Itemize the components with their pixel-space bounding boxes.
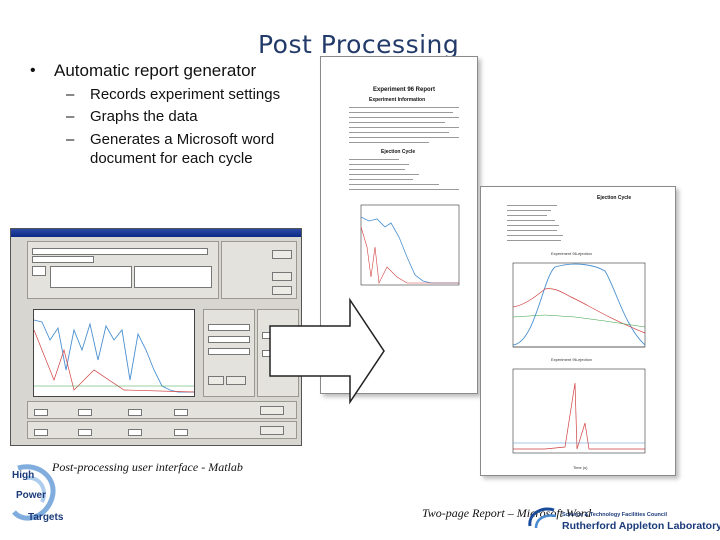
date-field[interactable]: [32, 256, 94, 263]
matlab-plot: [33, 309, 195, 397]
notes-field[interactable]: [50, 266, 132, 288]
report-page-2: Ejection Cycle Experiment 96-ejection Ex…: [480, 186, 676, 476]
report-plot-2: [512, 262, 646, 348]
logo-text: Targets: [28, 512, 64, 523]
plot-button[interactable]: [226, 376, 246, 385]
plot-options-panel: [203, 309, 255, 397]
right-arrow-icon: [269, 297, 385, 405]
report-plot-3: [512, 368, 646, 454]
report-heading: Experiment 96 Report: [373, 87, 436, 93]
logo-text: High: [12, 470, 35, 481]
result-field: [128, 409, 142, 416]
report-section-heading: Experiment Information: [369, 97, 426, 103]
open-button[interactable]: [272, 272, 292, 281]
subpoint-text: Generates a Microsoft word document for …: [90, 131, 275, 167]
subpoint-text: Graphs the data: [90, 108, 198, 125]
ral-logo: Science & Technology Facilities Council …: [526, 490, 720, 534]
browse-button[interactable]: [272, 250, 292, 259]
main-bullet: Automatic report generator: [54, 61, 257, 80]
hpt-swirl-icon: [12, 464, 56, 521]
stfc-name: Science & Technology Facilities Council: [562, 512, 668, 518]
report-panel: [27, 421, 297, 439]
results-panel: [27, 401, 297, 419]
plot-title: Experiment 96-ejection: [551, 357, 592, 362]
bullet-marker: •: [30, 62, 36, 79]
options-panel: [221, 241, 297, 299]
plot-button[interactable]: [208, 376, 224, 385]
path-field[interactable]: [32, 248, 208, 255]
ral-name: Rutherford Appleton Laboratory: [562, 520, 720, 532]
result-field: [78, 429, 92, 436]
matlab-title-bar: [11, 229, 301, 237]
result-field: [34, 429, 48, 436]
subpoint-1: –Records experiment settings: [66, 86, 281, 103]
matlab-window: [10, 228, 302, 446]
generate-report-button[interactable]: [260, 426, 284, 435]
report-heading: Ejection Cycle: [597, 195, 632, 201]
stfc-swirl-icon: [528, 507, 557, 529]
slide-title: Post Processing: [258, 30, 460, 59]
result-field: [78, 409, 92, 416]
result-field: [174, 409, 188, 416]
report-section-heading: Ejection Cycle: [381, 149, 416, 155]
calc-button[interactable]: [260, 406, 284, 415]
notes-field[interactable]: [134, 266, 212, 288]
plot-xlabel: Time (s): [573, 465, 588, 470]
plot-title: Experiment 96-ejection: [551, 251, 592, 256]
load-button[interactable]: [272, 286, 292, 295]
subpoint-2: –Graphs the data: [66, 108, 198, 125]
result-field: [34, 409, 48, 416]
subpoint-3: –Generates a Microsoft word document for…: [66, 130, 290, 168]
matlab-plot-curves: [33, 319, 195, 393]
logo-text: Power: [16, 490, 47, 501]
settings-panel: [27, 241, 219, 299]
option-dropdown[interactable]: [208, 348, 250, 355]
subpoint-text: Records experiment settings: [90, 86, 281, 103]
number-field[interactable]: [32, 266, 46, 276]
option-dropdown[interactable]: [208, 324, 250, 331]
result-field: [174, 429, 188, 436]
result-field: [128, 429, 142, 436]
report-plot-1: [360, 204, 460, 286]
high-power-targets-logo: High Power Targets: [4, 462, 64, 532]
caption-matlab: Post-processing user interface - Matlab: [52, 460, 243, 474]
option-dropdown[interactable]: [208, 336, 250, 343]
